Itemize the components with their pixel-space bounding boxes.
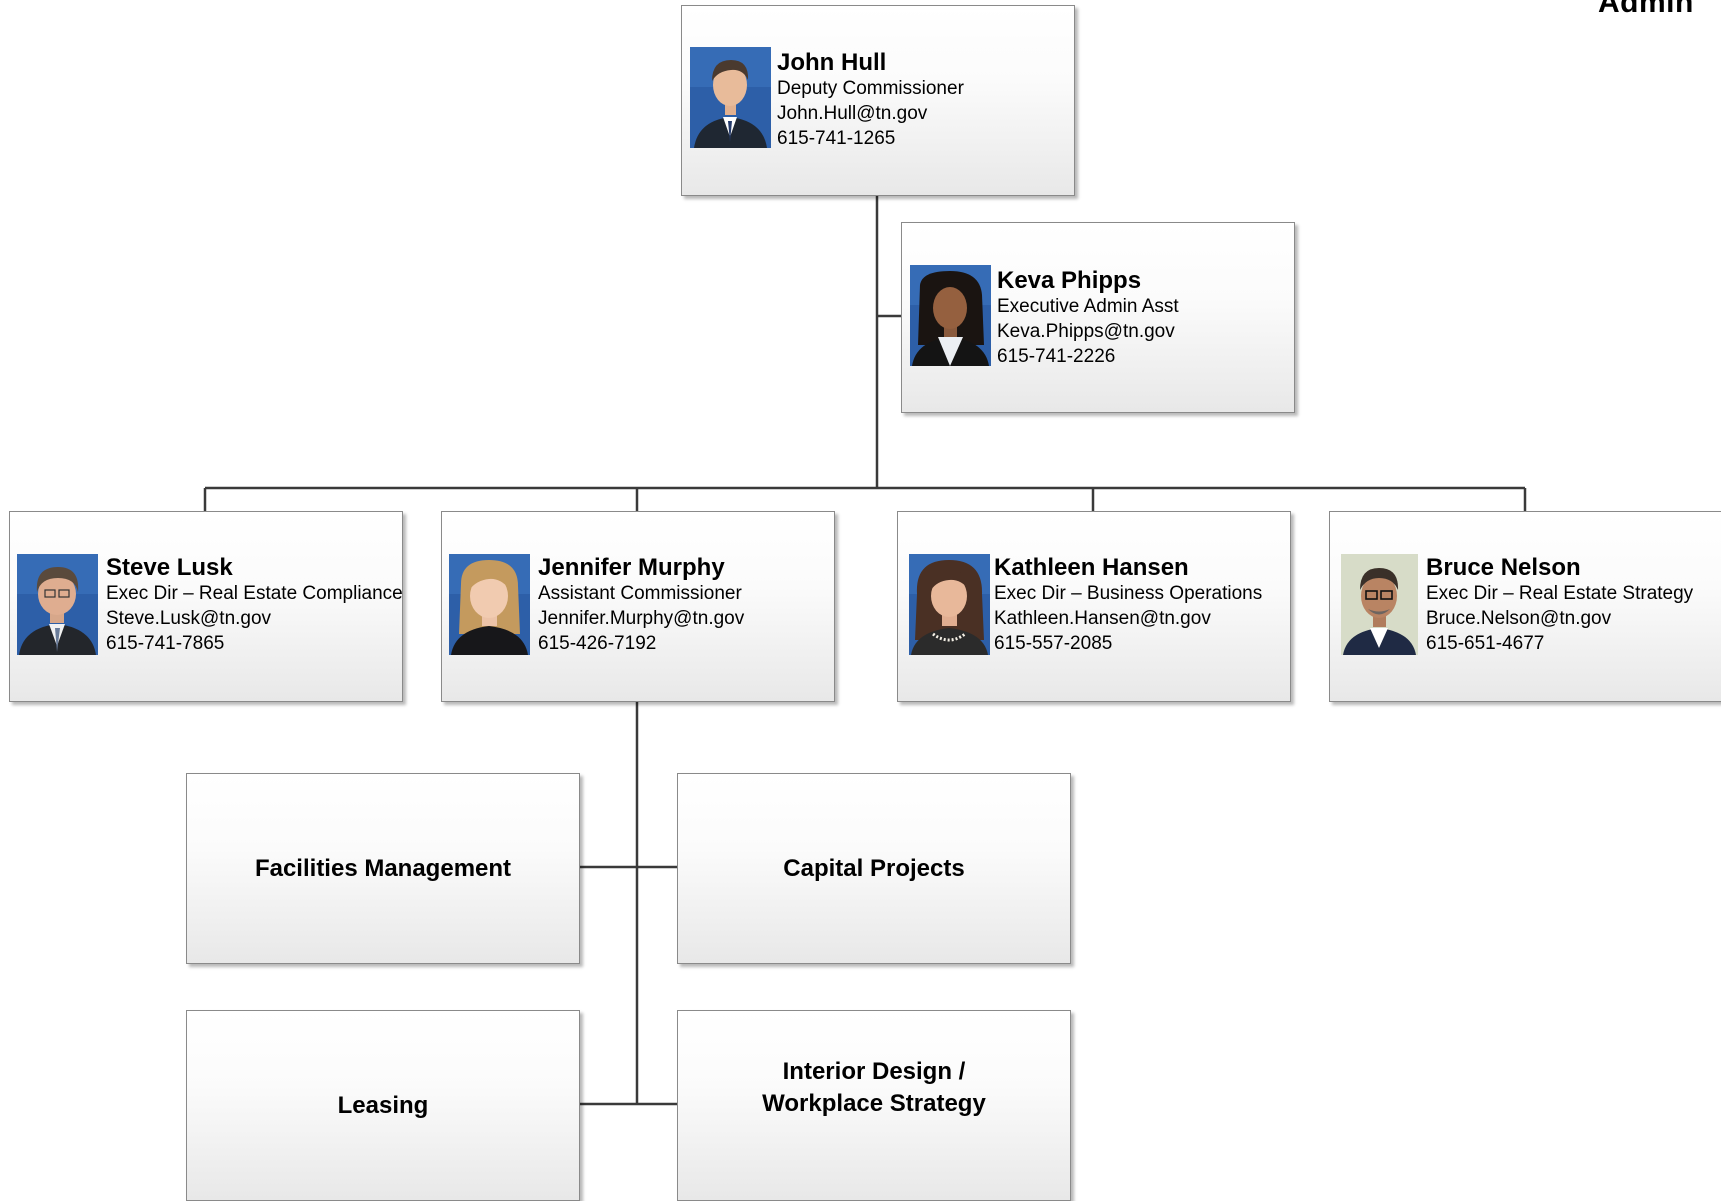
info-jennifer-murphy: Jennifer Murphy Assistant Commissioner J… xyxy=(538,554,744,656)
person-email[interactable]: John.Hull@tn.gov xyxy=(777,103,928,124)
org-box-john-hull: John Hull Deputy Commissioner John.Hull@… xyxy=(681,5,1075,196)
person-title: Exec Dir – Business Operations xyxy=(994,583,1263,604)
person-name: Kathleen Hansen xyxy=(994,554,1189,581)
person-title: Assistant Commissioner xyxy=(538,583,742,604)
person-phone: 615-741-7865 xyxy=(106,633,225,654)
person-email[interactable]: Keva.Phipps@tn.gov xyxy=(997,321,1175,342)
org-box-bruce-nelson: Bruce Nelson Exec Dir – Real Estate Stra… xyxy=(1329,511,1721,702)
person-email[interactable]: Steve.Lusk@tn.gov xyxy=(106,608,272,629)
photo-jennifer-murphy xyxy=(449,554,530,655)
info-steve-lusk: Steve Lusk Exec Dir – Real Estate Compli… xyxy=(106,554,403,656)
photo-kathleen-hansen xyxy=(909,554,990,655)
person-title: Exec Dir – Real Estate Strategy xyxy=(1426,583,1694,604)
info-bruce-nelson: Bruce Nelson Exec Dir – Real Estate Stra… xyxy=(1426,554,1693,656)
org-box-jennifer-murphy: Jennifer Murphy Assistant Commissioner J… xyxy=(441,511,835,702)
photo-keva-phipps xyxy=(910,265,991,366)
person-phone: 615-741-2226 xyxy=(997,346,1116,367)
person-name: John Hull xyxy=(777,49,887,76)
photo-john-hull xyxy=(690,47,771,148)
info-john-hull: John Hull Deputy Commissioner John.Hull@… xyxy=(777,49,964,151)
photo-steve-lusk xyxy=(17,554,98,655)
person-title: Exec Dir – Real Estate Compliance xyxy=(106,583,403,604)
unit-label: Interior Design / Workplace Strategy xyxy=(762,1057,986,1117)
org-box-leasing: Leasing xyxy=(186,1010,580,1201)
person-phone: 615-651-4677 xyxy=(1426,633,1545,654)
person-phone: 615-557-2085 xyxy=(994,633,1113,654)
org-box-capital-projects: Capital Projects xyxy=(677,773,1071,964)
org-box-facilities-management: Facilities Management xyxy=(186,773,580,964)
person-name: Keva Phipps xyxy=(997,267,1142,294)
org-box-steve-lusk: Steve Lusk Exec Dir – Real Estate Compli… xyxy=(9,511,403,702)
person-phone: 615-426-7192 xyxy=(538,633,657,654)
info-keva-phipps: Keva Phipps Executive Admin Asst Keva.Ph… xyxy=(997,267,1179,369)
org-box-keva-phipps: Keva Phipps Executive Admin Asst Keva.Ph… xyxy=(901,222,1295,413)
person-name: Bruce Nelson xyxy=(1426,554,1581,581)
person-email[interactable]: Kathleen.Hansen@tn.gov xyxy=(994,608,1211,629)
org-box-interior-design: Interior Design / Workplace Strategy xyxy=(677,1010,1071,1201)
unit-label: Leasing xyxy=(337,1091,429,1119)
person-name: Steve Lusk xyxy=(106,554,233,581)
org-box-kathleen-hansen: Kathleen Hansen Exec Dir – Business Oper… xyxy=(897,511,1291,702)
person-title: Deputy Commissioner xyxy=(777,78,964,99)
page-heading: Admin xyxy=(1598,0,1694,19)
person-phone: 615-741-1265 xyxy=(777,128,896,149)
person-title: Executive Admin Asst xyxy=(997,296,1179,317)
info-kathleen-hansen: Kathleen Hansen Exec Dir – Business Oper… xyxy=(994,554,1262,656)
person-name: Jennifer Murphy xyxy=(538,554,725,581)
photo-bruce-nelson xyxy=(1341,554,1418,655)
unit-label: Facilities Management xyxy=(254,854,512,882)
person-email[interactable]: Bruce.Nelson@tn.gov xyxy=(1426,608,1612,629)
unit-label: Capital Projects xyxy=(783,854,965,882)
person-email[interactable]: Jennifer.Murphy@tn.gov xyxy=(538,608,745,629)
